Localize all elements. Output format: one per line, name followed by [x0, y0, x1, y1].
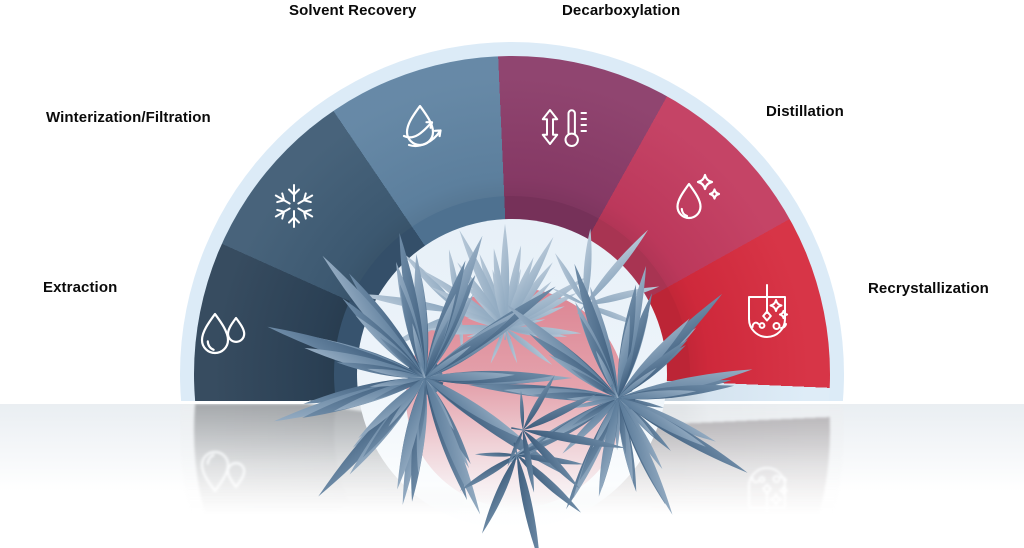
- wheel-reflection: [180, 404, 844, 548]
- process-wheel-reflection-copy: [180, 404, 844, 548]
- segment-label-winterization-filtration: Winterization/Filtration: [46, 109, 211, 126]
- water-drops-icon: [195, 443, 251, 499]
- crystallization-vessel-icon: [735, 283, 799, 355]
- snowflake-icon: [266, 178, 322, 234]
- segment-label-distillation: Distillation: [766, 103, 844, 120]
- segment-label-recrystallization: Recrystallization: [868, 280, 989, 297]
- segment-label-extraction: Extraction: [43, 279, 118, 296]
- evaporating-drop-arrows-icon: [395, 101, 453, 159]
- thermometer-double-arrow-icon: [534, 103, 592, 159]
- segment-label-solvent-recovery: Solvent Recovery: [289, 2, 417, 19]
- water-drops-icon: [195, 306, 251, 362]
- cannabis-plant-image: [255, 200, 775, 548]
- crystallization-vessel-icon: [735, 450, 799, 522]
- sparkling-drop-icon: [667, 168, 725, 236]
- segment-label-decarboxylation: Decarboxylation: [562, 2, 681, 19]
